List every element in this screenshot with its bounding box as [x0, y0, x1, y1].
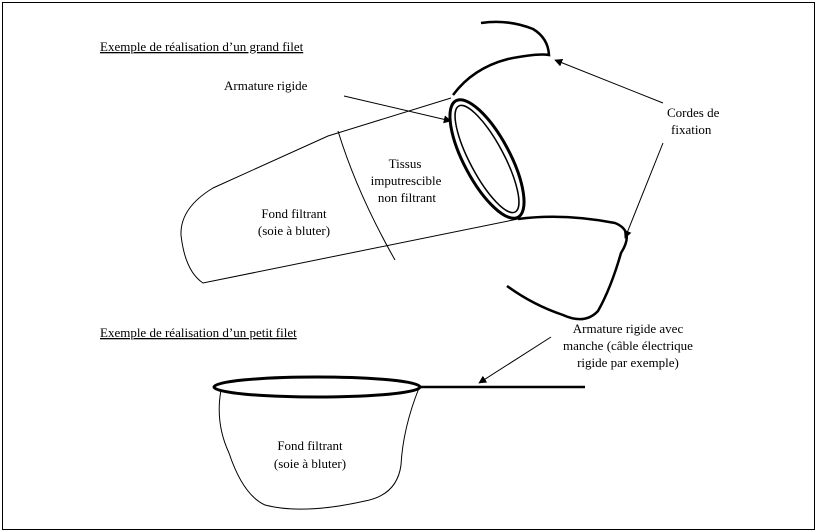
- fixation-cord-top: [451, 20, 551, 96]
- small-frame-label-line1: Armature rigide avec: [573, 321, 684, 336]
- big-net-body: [180, 97, 519, 284]
- cords-arrow-bottom: [623, 142, 664, 239]
- fixation-cord-bottom: [506, 215, 628, 321]
- small-net-title: Exemple de réalisation d’un petit filet: [100, 325, 297, 340]
- big-bottom-label-line1: Fond filtrant: [261, 206, 327, 221]
- rigid-frame-ring: [448, 98, 526, 220]
- small-net-rim: [212, 375, 422, 399]
- rigid-frame-arrow: [343, 95, 452, 124]
- small-net-bag: [218, 387, 420, 510]
- cords-arrow-top: [554, 58, 664, 104]
- tissue-label-line2: imputrescible: [371, 173, 442, 188]
- big-bottom-label-line2: (soie à bluter): [258, 223, 330, 238]
- small-frame-label-line2: manche (câble électrique: [563, 338, 693, 353]
- tissue-label-line1: Tissus: [389, 156, 422, 171]
- rigid-frame-ring-inner: [454, 104, 520, 214]
- big-net-title: Exemple de réalisation d’un grand filet: [100, 39, 304, 54]
- cords-label-line1: Cordes de: [667, 105, 720, 120]
- big-net-seam: [337, 130, 396, 261]
- tissue-label-line3: non filtrant: [378, 190, 437, 205]
- cords-label-line2: fixation: [671, 122, 712, 137]
- small-bottom-label-line1: Fond filtrant: [277, 438, 343, 453]
- rigid-frame-label: Armature rigide: [224, 78, 308, 93]
- small-bottom-label-line2: (soie à bluter): [274, 456, 346, 471]
- small-frame-label-line3: rigide par exemple): [577, 355, 679, 370]
- net-diagram: Exemple de réalisation d’un grand filet …: [100, 20, 720, 510]
- small-frame-arrow: [478, 336, 552, 384]
